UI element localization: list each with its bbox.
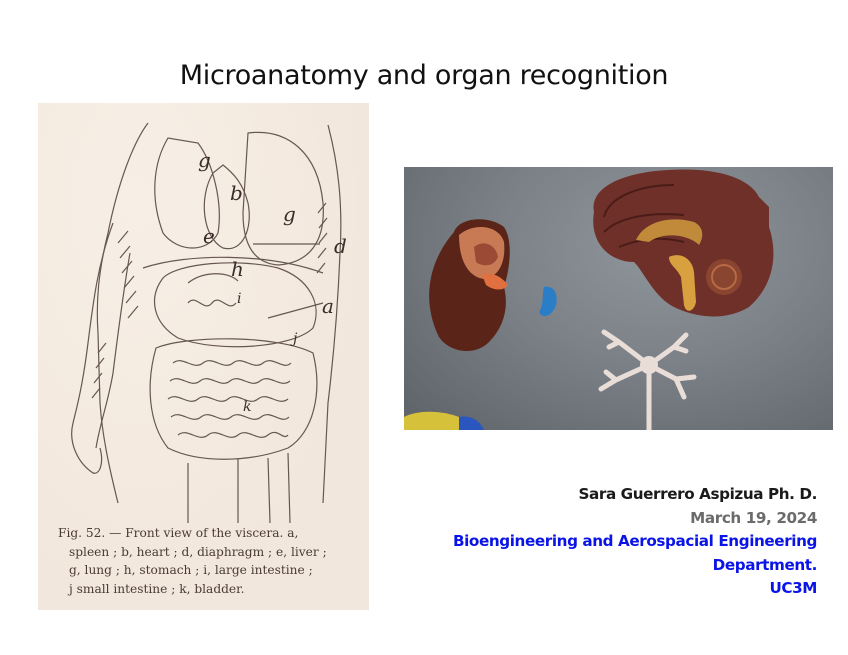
viscera-engraving-figure: g b g e d h a i j k Fig. 52. — Front vie… bbox=[38, 103, 369, 610]
corner-model bbox=[404, 411, 474, 430]
label-b-heart: b bbox=[230, 181, 243, 205]
models-illustration bbox=[404, 169, 774, 430]
neuron-model bbox=[598, 329, 697, 430]
label-g-lung-right: g bbox=[283, 202, 296, 226]
caption-line-4: j small intestine ; k, bladder. bbox=[69, 581, 245, 596]
caption-line-2: spleen ; b, heart ; d, diaphragm ; e, li… bbox=[69, 544, 327, 559]
label-k-bladder: k bbox=[243, 399, 251, 415]
label-e-liver: e bbox=[203, 224, 215, 248]
label-a-spleen: a bbox=[322, 294, 334, 318]
label-d-diaphragm: d bbox=[334, 234, 347, 258]
kidney-model bbox=[429, 219, 557, 352]
figure-caption: Fig. 52. — Front view of the viscera. a,… bbox=[56, 524, 366, 598]
author-name: Sara Guerrero Aspizua Ph. D. bbox=[578, 485, 817, 503]
presentation-date: March 19, 2024 bbox=[690, 508, 817, 527]
label-j-small-intestine: j bbox=[290, 331, 298, 347]
presenter-credits: Sara Guerrero Aspizua Ph. D. March 19, 2… bbox=[453, 483, 817, 601]
slide-title: Microanatomy and organ recognition bbox=[179, 60, 669, 91]
department-line-1: Bioengineering and Aerospacial Engineeri… bbox=[452, 532, 817, 550]
caption-line-3: g, lung ; h, stomach ; i, large intestin… bbox=[69, 563, 313, 577]
caption-line-1: Fig. 52. — Front view of the viscera. a, bbox=[58, 526, 299, 540]
label-h-stomach: h bbox=[231, 257, 244, 281]
viscera-illustration: g b g e d h a i j k bbox=[71, 122, 347, 524]
label-g-lung: g bbox=[198, 148, 211, 172]
label-i-large-intestine: i bbox=[237, 291, 241, 307]
brain-model bbox=[593, 169, 774, 317]
anatomical-models-photo bbox=[404, 167, 833, 430]
department-line-2: Department. bbox=[712, 555, 818, 574]
institution-name: UC3M bbox=[769, 579, 817, 597]
